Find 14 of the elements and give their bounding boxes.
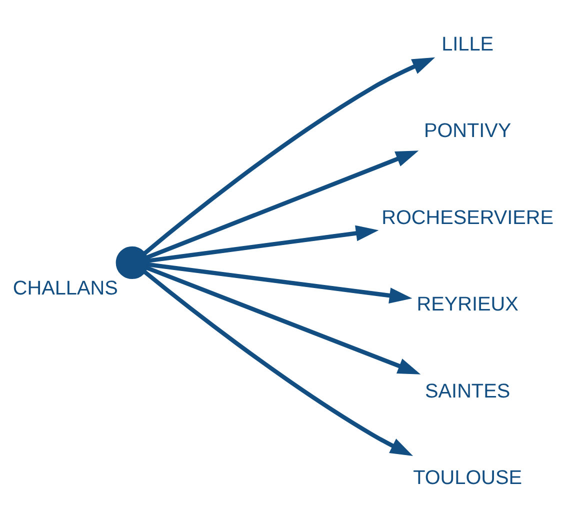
node-text: TOULOUSE [413,466,522,488]
node-text: SAINTES [425,380,510,402]
node-text: REYRIEUX [416,293,518,316]
arrow [148,262,412,303]
node-label: CHALLANS [12,276,118,299]
arrow [148,224,379,262]
arrow [144,56,436,254]
node-text: PONTIVY [424,120,512,142]
node-text: LILLE [442,33,494,56]
arrow [146,150,419,259]
node-text: ROCHESERVIERE [382,206,554,228]
arrow [144,270,414,456]
node-circle [116,246,149,279]
arrow [146,265,421,374]
